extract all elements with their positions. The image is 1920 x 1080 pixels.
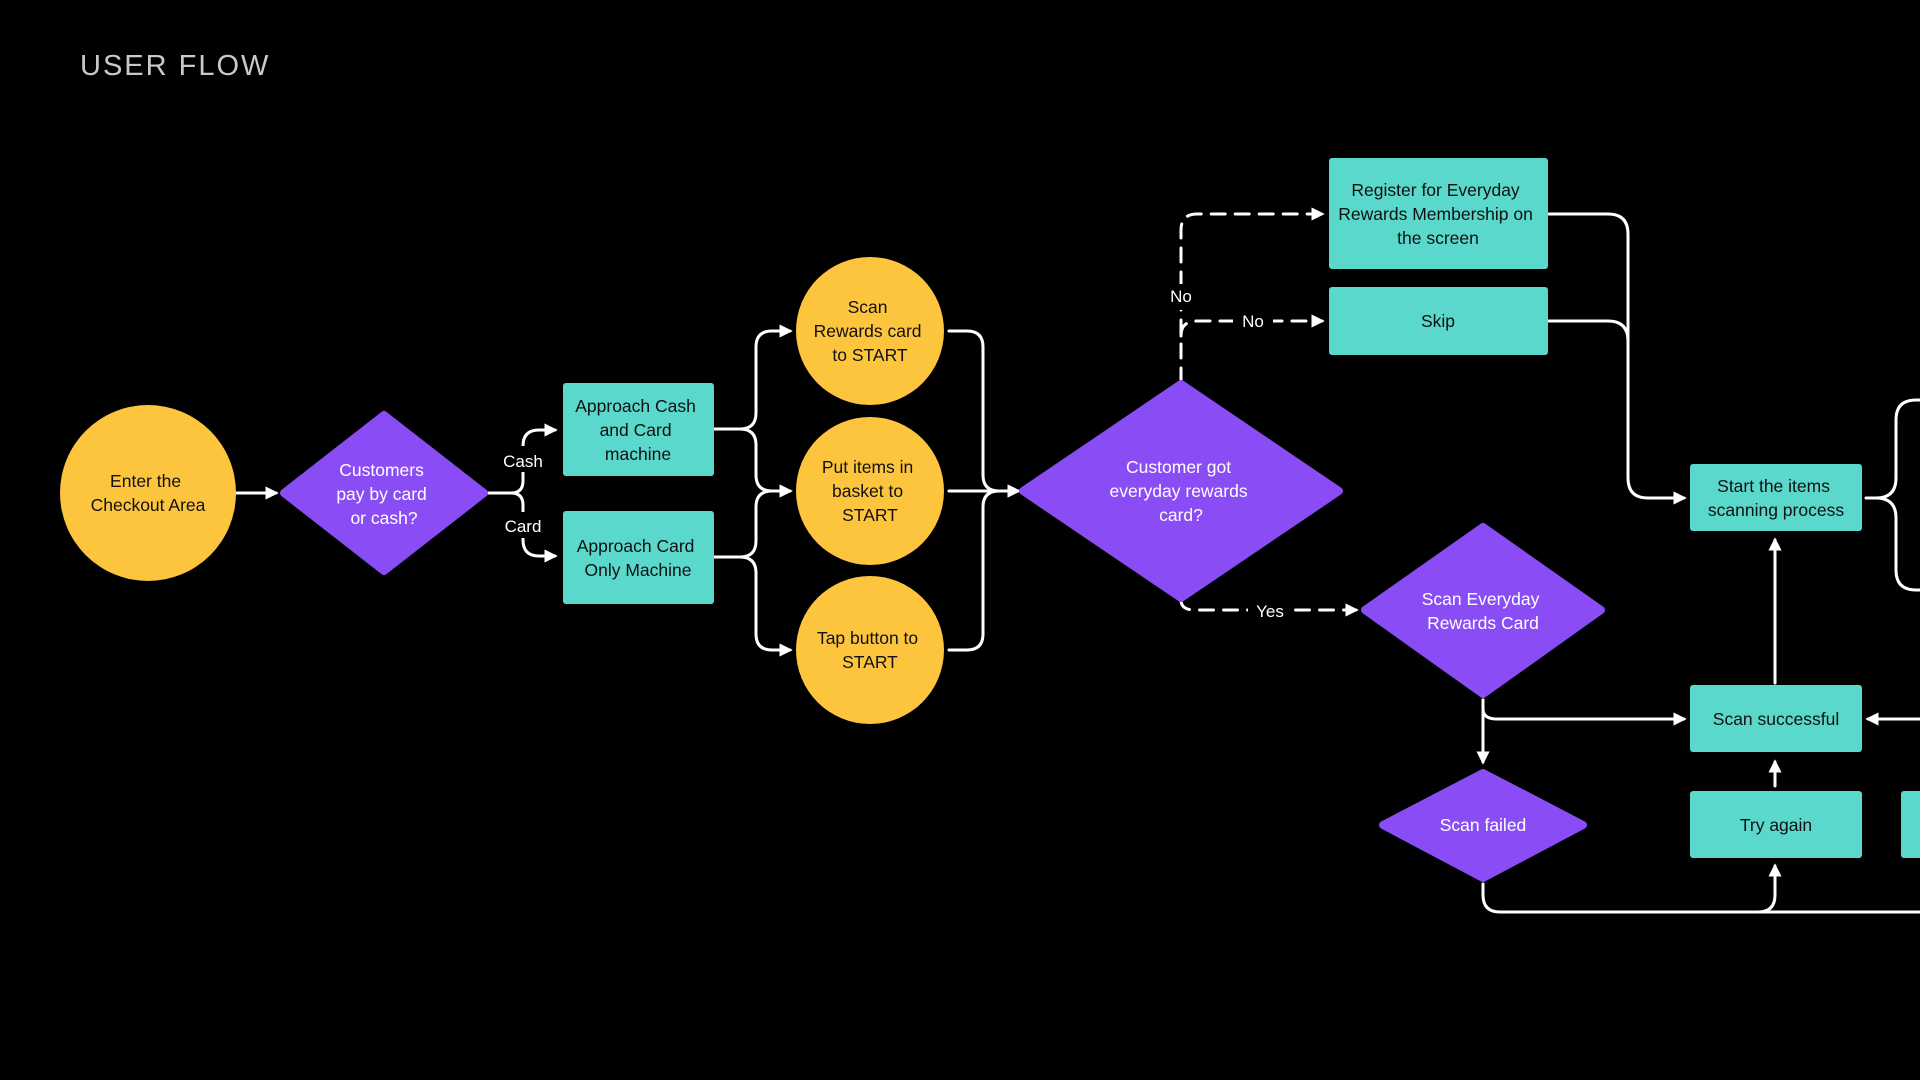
node-pay-decision-line-1: Customers bbox=[339, 460, 424, 480]
node-skip-label: Skip bbox=[1421, 311, 1455, 331]
svg-text:Register for Everyday: Register for Everyday Rewards Membership… bbox=[1338, 180, 1537, 248]
node-tap-button-start: Tap button to START bbox=[796, 576, 944, 724]
node-approach-card-only-line-2: Only Machine bbox=[585, 560, 692, 580]
node-approach-cash-card-line-2: and Card bbox=[600, 420, 672, 440]
edge-scan-card-to-successful bbox=[1481, 698, 1687, 726]
node-register-membership-line-2: Rewards Membership on bbox=[1338, 204, 1533, 224]
edge-no-to-register bbox=[1179, 207, 1325, 384]
edge-tap-button-to-decision bbox=[947, 484, 1021, 652]
node-rewards-decision-line-2: everyday rewards bbox=[1110, 481, 1248, 501]
node-scan-failed: Scan failed bbox=[1379, 769, 1587, 882]
svg-text:Scan Everyday Rewards: Scan Everyday Rewards Card bbox=[1422, 589, 1545, 633]
edge-label-no-register: No bbox=[1170, 287, 1192, 306]
svg-text:Customers pay by card: Customers pay by card or cash? bbox=[336, 460, 431, 528]
node-start-scanning-line-2: scanning process bbox=[1708, 500, 1844, 520]
node-scan-rewards-start-line-1: Scan bbox=[848, 297, 888, 317]
node-scan-everyday-card-line-1: Scan Everyday bbox=[1422, 589, 1540, 609]
svg-text:Customer got everyday: Customer got everyday rewards card? bbox=[1110, 457, 1253, 525]
svg-text:Enter the Checkout Are: Enter the Checkout Area bbox=[91, 471, 206, 515]
edge-scan-rewards-to-decision bbox=[947, 329, 1021, 498]
edge-start-scanning-offscreen bbox=[1864, 398, 1920, 500]
node-enter-checkout-line-1: Enter the bbox=[110, 471, 181, 491]
node-scan-rewards-start-line-2: Rewards card bbox=[814, 321, 922, 341]
label-bg-cash bbox=[499, 446, 547, 472]
node-rewards-decision: Customer got everyday rewards card? bbox=[1019, 380, 1343, 602]
node-register-membership-line-1: Register for Everyday bbox=[1351, 180, 1520, 200]
node-approach-card-only-line-1: Approach Card bbox=[577, 536, 695, 556]
node-scan-successful: Scan successful bbox=[1690, 685, 1862, 752]
edge-card-to-tap-button bbox=[738, 555, 793, 657]
edge-label-card: Card bbox=[505, 517, 542, 536]
node-pay-decision-line-2: pay by card bbox=[336, 484, 426, 504]
svg-text:Scan successful: Scan successful bbox=[1713, 709, 1839, 729]
node-approach-cash-card-line-3: machine bbox=[605, 444, 671, 464]
node-pay-decision-line-3: or cash? bbox=[350, 508, 417, 528]
node-put-items-start-line-3: START bbox=[842, 505, 898, 525]
node-scan-everyday-card: Scan Everyday Rewards Card bbox=[1361, 523, 1605, 698]
edge-failed-to-try-again bbox=[1756, 863, 1782, 914]
node-offscreen-partial bbox=[1901, 791, 1920, 858]
label-bg-no-register bbox=[1164, 284, 1200, 310]
node-register-membership: Register for Everyday Rewards Membership… bbox=[1329, 158, 1548, 269]
node-register-membership-line-3: the screen bbox=[1397, 228, 1479, 248]
label-bg-card bbox=[499, 512, 547, 538]
svg-text:Tap button to START: Tap button to START bbox=[817, 628, 923, 672]
node-scan-rewards-start-line-3: to START bbox=[832, 345, 908, 365]
node-try-again: Try again bbox=[1690, 791, 1862, 858]
page-title: USER FLOW bbox=[80, 50, 271, 82]
edge-no-to-skip bbox=[1179, 314, 1325, 338]
node-enter-checkout-line-2: Checkout Area bbox=[91, 495, 206, 515]
label-bg-yes bbox=[1248, 598, 1292, 624]
node-scan-everyday-card-line-2: Rewards Card bbox=[1427, 613, 1539, 633]
node-tap-button-start-line-2: START bbox=[842, 652, 898, 672]
svg-text:Start the items scanni: Start the items scanning process bbox=[1708, 476, 1844, 520]
node-pay-decision: Customers pay by card or cash? bbox=[280, 411, 488, 575]
node-start-scanning-line-1: Start the items bbox=[1717, 476, 1830, 496]
node-put-items-start: Put items in basket to START bbox=[796, 417, 944, 565]
edge-skip-to-start-scanning bbox=[1547, 319, 1630, 343]
svg-text:Approach Cash and Card: Approach Cash and Card machine bbox=[575, 396, 701, 464]
edge-card-to-put-items bbox=[712, 484, 793, 559]
node-approach-card-only: Approach Card Only Machine bbox=[563, 511, 714, 604]
edge-start-scanning-offscreen-lower bbox=[1874, 496, 1920, 592]
node-scan-failed-label: Scan failed bbox=[1440, 815, 1527, 835]
svg-text:Scan failed: Scan failed bbox=[1440, 815, 1527, 835]
node-approach-cash-card-line-1: Approach Cash bbox=[575, 396, 696, 416]
node-start-scanning: Start the items scanning process bbox=[1690, 464, 1862, 531]
edge-label-no-skip: No bbox=[1242, 312, 1264, 331]
node-put-items-start-line-1: Put items in bbox=[822, 457, 913, 477]
svg-text:Scan Rewards card: Scan Rewards card to START bbox=[814, 297, 927, 365]
node-tap-button-start-line-1: Tap button to bbox=[817, 628, 918, 648]
node-rewards-decision-line-1: Customer got bbox=[1126, 457, 1231, 477]
svg-text:Put items in basket to: Put items in basket to START bbox=[822, 457, 918, 525]
edge-pay-to-card-machine bbox=[509, 491, 558, 563]
edge-cash-to-scan-rewards bbox=[712, 324, 793, 431]
node-scan-rewards-start: Scan Rewards card to START bbox=[796, 257, 944, 405]
edge-label-yes: Yes bbox=[1256, 602, 1284, 621]
node-scan-successful-label: Scan successful bbox=[1713, 709, 1839, 729]
node-put-items-start-line-2: basket to bbox=[832, 481, 903, 501]
svg-text:Skip: Skip bbox=[1421, 311, 1455, 331]
svg-text:Approach Card Only Mac: Approach Card Only Machine bbox=[577, 536, 700, 580]
edge-label-cash: Cash bbox=[503, 452, 543, 471]
label-bg-no-skip bbox=[1233, 309, 1273, 335]
node-try-again-label: Try again bbox=[1740, 815, 1812, 835]
edge-cash-to-put-items bbox=[738, 427, 793, 498]
node-approach-cash-card: Approach Cash and Card machine bbox=[563, 383, 714, 476]
node-rewards-decision-line-3: card? bbox=[1159, 505, 1203, 525]
edge-failed-loop bbox=[1481, 882, 1920, 914]
svg-text:Try again: Try again bbox=[1740, 815, 1812, 835]
node-skip: Skip bbox=[1329, 287, 1548, 355]
node-enter-checkout: Enter the Checkout Area bbox=[60, 405, 236, 581]
edge-register-to-start-scanning bbox=[1547, 212, 1687, 505]
